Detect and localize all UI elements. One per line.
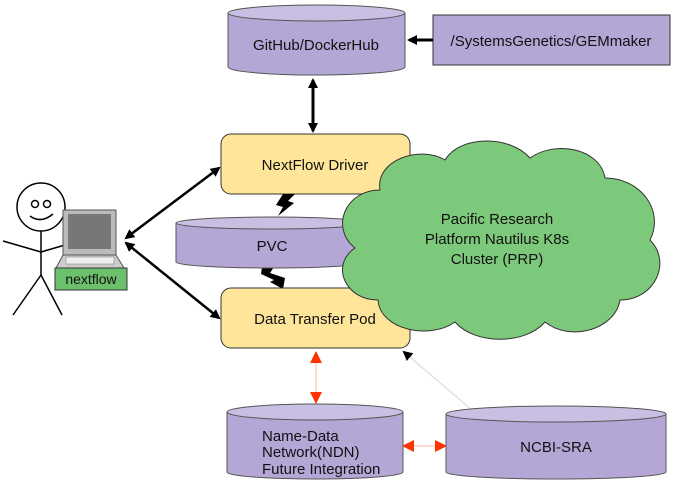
gemmaker-label: /SystemsGenetics/GEMmaker [451,33,652,50]
github-label: GitHub/DockerHub [253,37,379,54]
pvc-cylinder: PVC [175,216,367,269]
lightning-icon [276,194,295,216]
ndn-label-line-2: Network(NDN) [262,444,360,461]
gemmaker-box: /SystemsGenetics/GEMmaker [432,14,671,66]
prp-cloud: Pacific Research Platform Nautilus K8s C… [342,140,661,340]
github-dockerhub-cylinder: GitHub/DockerHub [227,4,406,76]
ncbi-label: NCBI-SRA [520,439,592,456]
laptop-icon: nextflow [54,209,128,291]
pvc-label: PVC [257,238,288,255]
cloud-label-line-1: Pacific Research [441,211,554,228]
ncbi-pod-arrow [402,350,473,411]
laptop-label: nextflow [65,271,117,287]
driver-label: NextFlow Driver [262,157,369,174]
lightning-icon [261,267,285,289]
laptop-pod-arrow [124,241,221,320]
nextflow-driver-box: NextFlow Driver [220,133,411,195]
ncbi-sra-cylinder: NCBI-SRA [445,405,667,480]
ndn-cylinder: Name-Data Network(NDN) Future Integratio… [226,403,404,480]
laptop-driver-arrow [124,166,221,240]
cloud-label-line-2: Platform Nautilus K8s [425,231,569,248]
cloud-label-line-3: Cluster (PRP) [451,251,544,268]
ndn-label-line-1: Name-Data [262,428,339,445]
pod-label: Data Transfer Pod [254,311,376,328]
data-transfer-pod-box: Data Transfer Pod [220,287,411,349]
ndn-label-line-3: Future Integration [262,461,380,478]
user-figure [2,182,66,316]
